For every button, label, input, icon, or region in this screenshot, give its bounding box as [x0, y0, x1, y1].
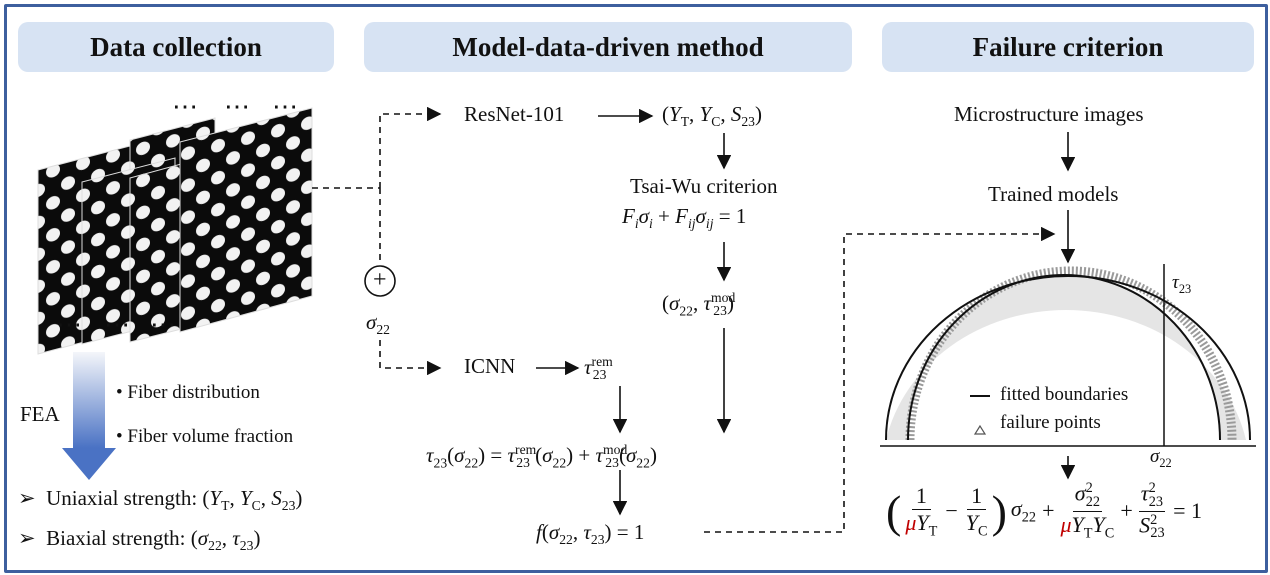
- to-resnet-arrow: [379, 106, 442, 188]
- ellipsis-bottom-3: ⋯: [150, 310, 176, 339]
- strength-tuple: (YT, YC, S23): [662, 102, 762, 130]
- resnet-label: ResNet-101: [464, 102, 565, 126]
- concat-circle: [364, 265, 396, 297]
- fea-arrow: [62, 352, 116, 480]
- concat-plus: +: [373, 267, 387, 293]
- ellipsis-bottom-1: ⋯: [56, 310, 82, 339]
- to-trained-models-arrow: [704, 226, 1056, 533]
- header-data-collection: Data collection: [18, 22, 334, 72]
- failure-envelope-plot: [880, 264, 1256, 447]
- uniaxial-strength-line: ➢ Uniaxial strength: (YT, YC, S23): [18, 486, 303, 514]
- to-icnn-arrow: [379, 340, 442, 376]
- header-failure-criterion: Failure criterion: [882, 22, 1254, 72]
- bullet-fiber-volume-fraction: • Fiber volume fraction: [116, 426, 294, 447]
- microstructure-images-label: Microstructure images: [954, 102, 1144, 126]
- ellipsis-top-2: ⋯: [224, 92, 252, 121]
- icnn-label: ICNN: [464, 354, 516, 378]
- bullet-fiber-distribution: • Fiber distribution: [116, 382, 260, 403]
- legend-fitted-boundaries: fitted boundaries: [1000, 384, 1129, 405]
- sigma22-axis-label: σ22: [1150, 446, 1172, 470]
- tsai-wu-title: Tsai-Wu criterion: [630, 174, 778, 198]
- tau-mod-tuple: (σ22, τmod23): [662, 290, 736, 319]
- failure-criterion-equation: ( 1 μYT − 1 YC ) σ22 + σ222 μYTYC + τ223…: [886, 480, 1202, 542]
- ellipsis-top-1: ⋯: [172, 92, 200, 121]
- tau23-axis-label: τ23: [1172, 272, 1192, 296]
- ellipsis-bottom-2: ⋯: [104, 310, 130, 339]
- fea-label: FEA: [20, 402, 60, 426]
- ellipsis-top-3: ⋯: [272, 92, 300, 121]
- outer-frame: [4, 4, 1268, 573]
- biaxial-strength-line: ➢ Biaxial strength: (σ22, τ23): [18, 526, 261, 554]
- legend-failure-points: failure points: [1000, 412, 1101, 433]
- sigma22-input-label: σ22: [366, 310, 390, 338]
- microstructure-stack: [37, 107, 313, 355]
- f-equation: f(σ22, τ23) = 1: [536, 520, 645, 548]
- tau-sum-equation: τ23(σ22) = τrem23 (σ22) + τmod23(σ22): [426, 442, 657, 471]
- tsai-wu-equation: Fiσi + Fijσij = 1: [622, 204, 747, 232]
- header-model-data-driven-method: Model-data-driven method: [364, 22, 852, 72]
- tau-rem-label: τrem23: [584, 354, 613, 383]
- trained-models-label: Trained models: [988, 182, 1119, 206]
